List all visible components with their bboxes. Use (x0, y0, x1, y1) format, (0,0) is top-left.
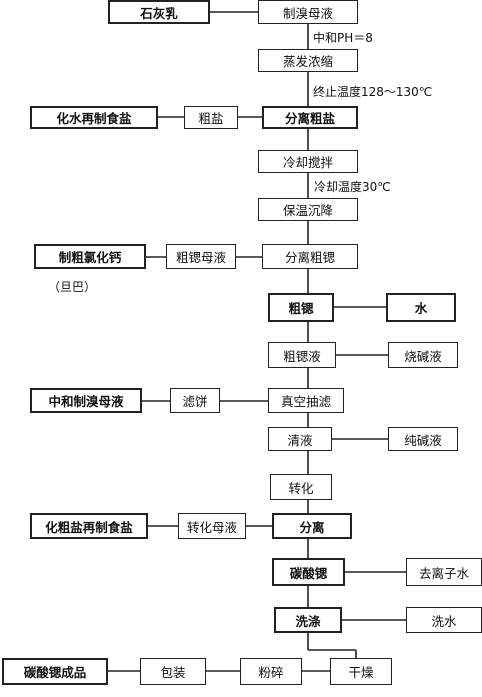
node-water: 水 (386, 293, 456, 322)
node-evaporate: 蒸发浓缩 (258, 49, 358, 72)
node-separate-sr: 分离粗锶 (262, 244, 358, 269)
node-vacuum-filter: 真空抽滤 (268, 388, 344, 413)
node-filter-cake: 滤饼 (170, 388, 220, 413)
label-cool-temp: 冷却温度30℃ (314, 180, 391, 194)
node-crush: 粉碎 (240, 658, 302, 685)
label-danba: （旦巴） (48, 280, 97, 294)
node-bromine-mother: 制溴母液 (258, 0, 358, 24)
node-crude-salt: 粗盐 (184, 106, 238, 129)
node-dry: 干燥 (330, 658, 392, 685)
node-convert-mother: 转化母液 (178, 513, 246, 539)
node-srco3: 碳酸锶 (272, 558, 345, 586)
node-pack: 包装 (140, 658, 206, 685)
node-settle: 保温沉降 (258, 198, 358, 221)
node-di-water: 去离子水 (406, 558, 482, 586)
node-crude-sr-liquid: 粗锶液 (268, 342, 336, 368)
node-separate: 分离 (272, 513, 352, 539)
node-crude-sr: 粗锶 (268, 293, 334, 322)
node-wash: 洗涤 (274, 607, 342, 633)
node-neutralize-mother: 中和制溴母液 (30, 388, 142, 413)
node-make-cacl2: 制粗氯化钙 (34, 244, 146, 269)
node-lime-milk: 石灰乳 (108, 0, 210, 24)
node-wash-water: 洗水 (406, 607, 482, 633)
node-caustic-soda: 烧碱液 (388, 342, 458, 368)
node-clear-liquid: 清液 (268, 427, 332, 451)
label-end-temp: 终止温度128～130℃ (313, 85, 433, 99)
node-product: 碳酸锶成品 (2, 658, 108, 685)
node-dissolve-salt: 化水再制食盐 (30, 106, 158, 129)
node-convert: 转化 (270, 474, 332, 500)
label-neutralize-ph: 中和PH＝8 (313, 31, 373, 45)
node-resalt: 化粗盐再制食盐 (30, 513, 148, 539)
node-soda-ash: 纯碱液 (388, 427, 458, 451)
node-cool-stir: 冷却搅拌 (258, 150, 358, 173)
node-sr-mother: 粗锶母液 (166, 244, 236, 269)
node-separate-salt: 分离粗盐 (262, 106, 358, 129)
